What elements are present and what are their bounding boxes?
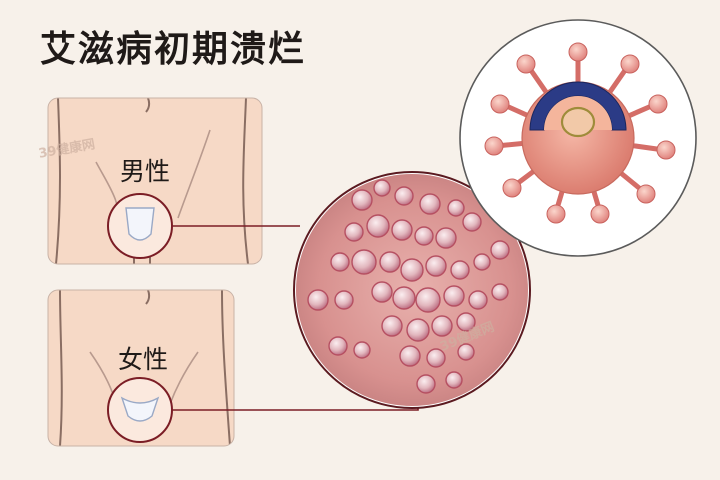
male-panel-frame <box>47 97 263 265</box>
male-genital-icon <box>125 207 155 241</box>
blister-cluster <box>307 179 510 394</box>
female-label: 女性 <box>118 345 169 374</box>
page-title: 艾滋病初期溃烂 <box>40 29 307 70</box>
female-genital-icon <box>120 396 160 422</box>
virus-core <box>560 106 596 138</box>
male-label: 男性 <box>120 157 171 186</box>
skin-lesion-magnifier <box>293 171 531 409</box>
female-torso-illustration <box>48 290 234 446</box>
virus-icon <box>459 19 697 257</box>
female-panel-frame <box>47 289 235 447</box>
virus-spike-heads <box>484 42 676 224</box>
